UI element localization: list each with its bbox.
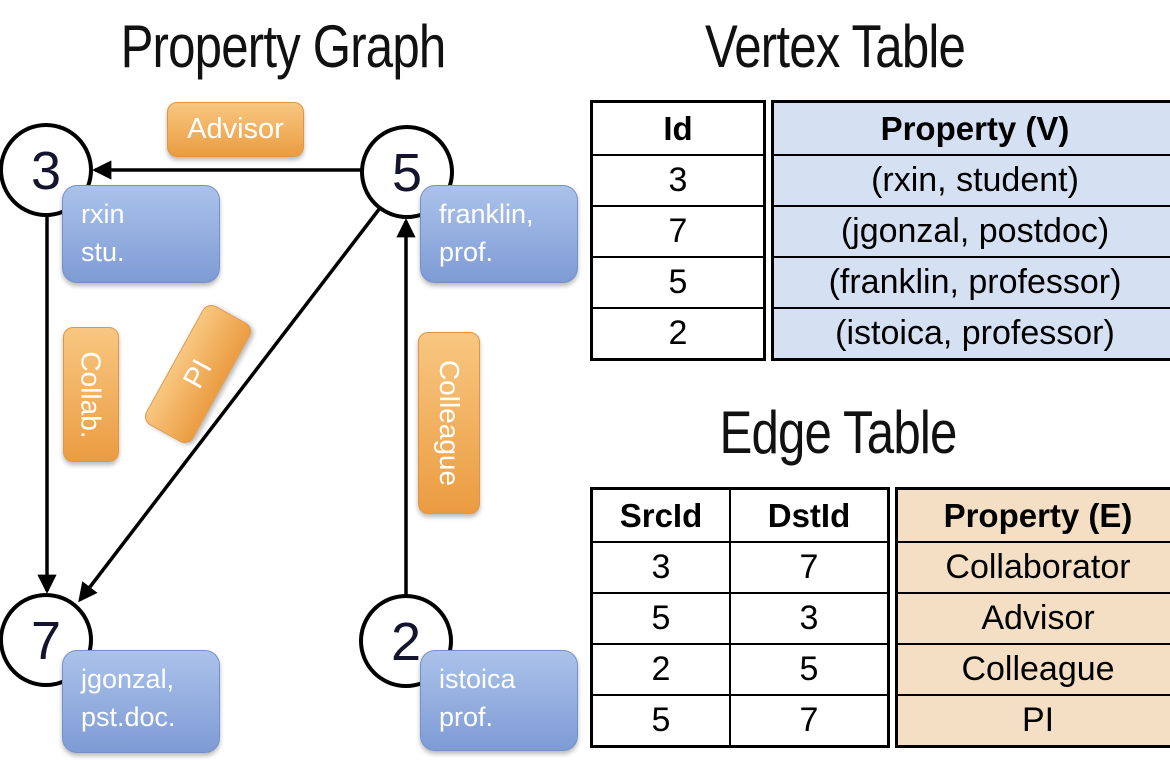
vertex-row: (jgonzal, postdoc): [771, 205, 1170, 258]
edge-table-title: Edge Table: [719, 399, 957, 466]
vertex-property-line: pst.doc.: [81, 702, 176, 732]
edge-dst-cell: 3: [729, 592, 890, 645]
edge-dst-header: DstId: [729, 487, 890, 543]
edge-property-header: Property (E): [895, 487, 1170, 543]
vertex-property-box-rxin: rxin stu.: [62, 185, 220, 283]
vertex-row: (rxin, student): [771, 154, 1170, 207]
edge-property-cell: Collaborator: [895, 541, 1170, 594]
edge-property-table: Property (E) Collaborator Advisor Collea…: [895, 487, 1170, 748]
edge-header-row: SrcId DstId: [590, 487, 890, 543]
vertex-property-box-istoica: istoica prof.: [420, 650, 578, 751]
property-graph-title: Property Graph: [120, 13, 447, 80]
edge-label-collab-text: Collab.: [76, 350, 108, 439]
vertex-row: 7: [590, 205, 766, 258]
vertex-property-cell: (rxin, student): [771, 154, 1170, 207]
edge-srcdst-table: SrcId DstId 3 7 5 3 2 5 5 7: [590, 487, 890, 748]
edge-label-collab: Collab.: [63, 327, 119, 462]
edge-row: 5 7: [590, 694, 890, 748]
edge-table: SrcId DstId 3 7 5 3 2 5 5 7 Property (E): [590, 487, 1170, 748]
vertex-property-line: rxin: [81, 199, 125, 229]
edge-label-advisor: Advisor: [167, 102, 304, 157]
vertex-row: 2: [590, 307, 766, 361]
node-id-7: 7: [31, 611, 61, 671]
vertex-id-cell: 5: [590, 256, 766, 309]
vertex-property-line: prof.: [439, 237, 494, 267]
edge-src-header: SrcId: [590, 487, 731, 543]
vertex-property-cell: (franklin, professor): [771, 256, 1170, 309]
vertex-property-header: Property (V): [771, 100, 1170, 156]
vertex-property-box-jgonzal: jgonzal, pst.doc.: [62, 650, 220, 753]
edge-row: 2 5: [590, 643, 890, 696]
vertex-table-title: Vertex Table: [704, 13, 966, 80]
edge-row: 5 3: [590, 592, 890, 645]
edge-src-cell: 5: [590, 694, 731, 748]
vertex-property-cell: (jgonzal, postdoc): [771, 205, 1170, 258]
vertex-header-row: Property (V): [771, 100, 1170, 156]
vertex-id-cell: 7: [590, 205, 766, 258]
vertex-property-line: franklin,: [439, 199, 534, 229]
vertex-property-line: stu.: [81, 237, 125, 267]
edge-label-colleague: Colleague: [418, 332, 480, 514]
edge-property-cell: Advisor: [895, 592, 1170, 645]
edge-label-advisor-text: Advisor: [187, 113, 284, 145]
vertex-id-cell: 3: [590, 154, 766, 207]
vertex-table: Id 3 7 5 2 Property (V) (rxin, student) …: [590, 100, 1170, 361]
edge-row: Colleague: [895, 643, 1170, 696]
vertex-row: (istoica, professor): [771, 307, 1170, 361]
edge-dst-cell: 7: [729, 694, 890, 748]
vertex-property-line: prof.: [439, 702, 494, 732]
vertex-property-cell: (istoica, professor): [771, 307, 1170, 361]
vertex-row: (franklin, professor): [771, 256, 1170, 309]
vertex-property-table: Property (V) (rxin, student) (jgonzal, p…: [771, 100, 1170, 361]
edge-label-colleague-text: Colleague: [434, 359, 466, 487]
node-id-2: 2: [391, 612, 421, 672]
edge-dst-cell: 7: [729, 541, 890, 594]
edge-header-row: Property (E): [895, 487, 1170, 543]
edge-label-pi-text: PI: [176, 354, 219, 394]
edge-dst-cell: 5: [729, 643, 890, 696]
vertex-property-line: istoica: [439, 664, 516, 694]
edge-property-cell: Colleague: [895, 643, 1170, 696]
edge-property-cell: PI: [895, 694, 1170, 748]
vertex-property-box-franklin: franklin, prof.: [420, 185, 578, 283]
vertex-id-table: Id 3 7 5 2: [590, 100, 766, 361]
vertex-row: 3: [590, 154, 766, 207]
edge-arrow-5-to-7: [78, 206, 382, 603]
vertex-header-row: Id: [590, 100, 766, 156]
node-id-3: 3: [31, 141, 61, 201]
edge-src-cell: 2: [590, 643, 731, 696]
edge-row: 3 7: [590, 541, 890, 594]
edge-row: PI: [895, 694, 1170, 748]
vertex-row: 5: [590, 256, 766, 309]
vertex-id-cell: 2: [590, 307, 766, 361]
edge-row: Advisor: [895, 592, 1170, 645]
vertex-property-line: jgonzal,: [81, 664, 175, 694]
edge-src-cell: 5: [590, 592, 731, 645]
edge-row: Collaborator: [895, 541, 1170, 594]
node-id-5: 5: [392, 143, 422, 203]
vertex-id-header: Id: [590, 100, 766, 156]
edge-src-cell: 3: [590, 541, 731, 594]
